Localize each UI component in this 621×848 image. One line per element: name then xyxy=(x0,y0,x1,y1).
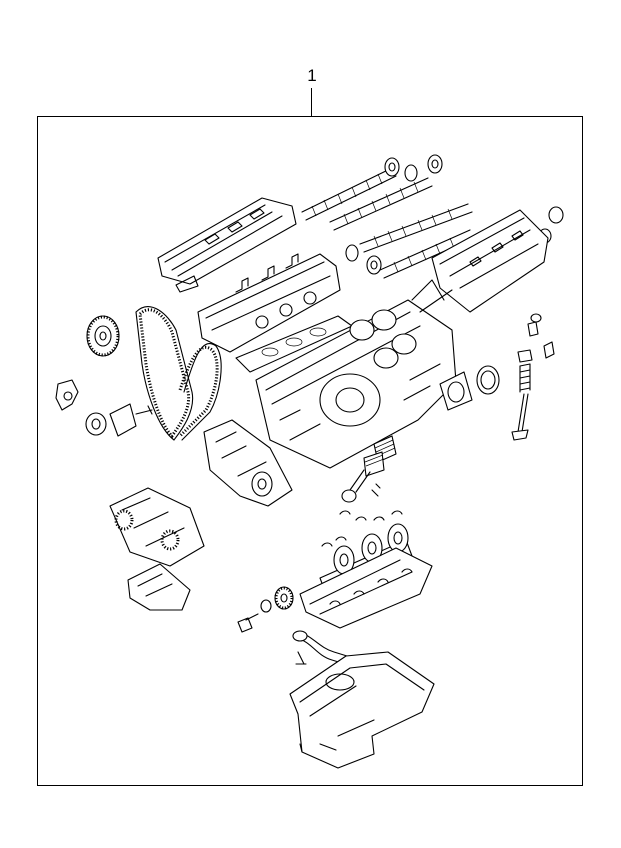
piston xyxy=(363,435,397,477)
oil-pan xyxy=(289,651,435,769)
cylinder-block xyxy=(255,279,457,469)
valve xyxy=(517,313,555,363)
oil-seal xyxy=(439,365,500,411)
timing-belt-cover-lower xyxy=(127,563,191,611)
cylinder-head-cover xyxy=(157,197,297,293)
oil-strainer xyxy=(292,630,361,669)
main-bearing-cap xyxy=(299,547,433,629)
part-callout-number: 1 xyxy=(307,66,317,85)
valve-spring xyxy=(511,363,531,441)
belt-tensioner xyxy=(55,379,153,437)
oil-pump xyxy=(109,487,205,567)
crankshaft-sprocket xyxy=(237,586,294,633)
timing-belt-cover xyxy=(203,419,293,507)
camshaft xyxy=(301,167,475,279)
connecting-rod xyxy=(341,469,381,503)
assembly-frame xyxy=(37,116,583,786)
crankshaft-bearing xyxy=(321,510,403,547)
callout-leader-line xyxy=(311,88,312,116)
cylinder-head xyxy=(197,253,341,353)
timing-pulley xyxy=(86,315,120,357)
timing-belt xyxy=(135,306,222,441)
cylinder-head-cover-right xyxy=(431,209,549,313)
